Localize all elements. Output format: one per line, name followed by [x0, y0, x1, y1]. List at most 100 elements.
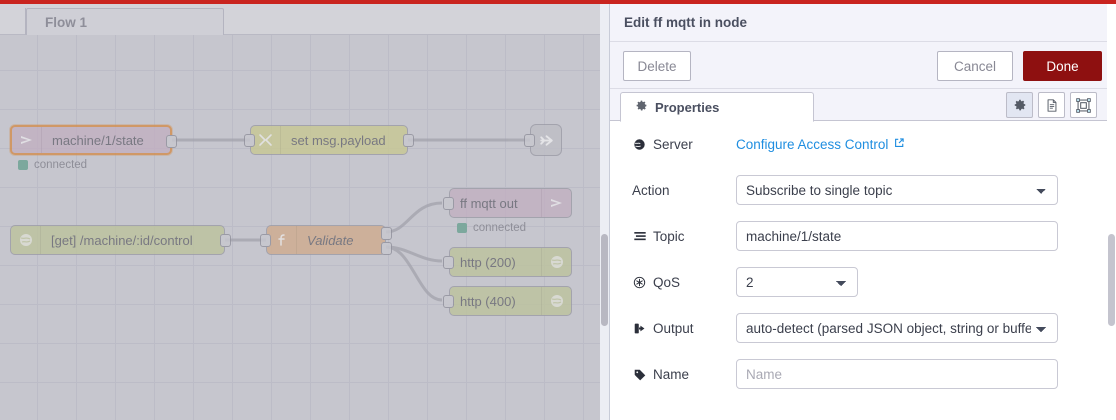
panel-action-bar: Delete Cancel Done	[610, 42, 1116, 89]
topic-input[interactable]	[736, 221, 1058, 251]
label-qos: QoS	[632, 275, 736, 290]
panel-header: Edit ff mqtt in node	[610, 4, 1116, 42]
debug-icon	[539, 134, 553, 146]
form-row-action: Action Subscribe to single topic	[632, 174, 1092, 206]
flow-node-mqtt-out[interactable]: ff mqtt out	[443, 188, 572, 218]
page-icon	[1047, 98, 1056, 112]
label-output-text: Output	[653, 320, 694, 336]
flow-node-mqtt-in[interactable]: machine/1/state	[10, 125, 177, 155]
node-input-port[interactable]	[443, 256, 454, 269]
label-server-text: Server	[653, 136, 693, 152]
label-topic-text: Topic	[653, 228, 685, 244]
edit-node-panel: Edit ff mqtt in node Delete Cancel Done …	[609, 4, 1116, 420]
wire-function-http200	[385, 245, 443, 263]
flow-node-label: ff mqtt out	[460, 195, 518, 211]
list-icon	[632, 230, 647, 243]
scrollbar-thumb[interactable]	[1108, 234, 1115, 326]
done-button[interactable]: Done	[1023, 51, 1102, 81]
panel-vertical-scrollbar[interactable]	[1107, 4, 1116, 420]
name-input[interactable]	[736, 359, 1058, 389]
tag-icon	[632, 368, 647, 381]
label-server: Server	[632, 137, 736, 152]
properties-icon-button[interactable]	[1006, 92, 1033, 118]
wire-function-http400	[385, 245, 443, 302]
top-accent-bar	[0, 0, 1116, 4]
globe-icon	[11, 226, 41, 254]
output-select[interactable]: auto-detect (parsed JSON object, string …	[736, 313, 1058, 343]
flow-node-label: set msg.payload	[291, 132, 386, 148]
form-row-name: Name	[632, 358, 1092, 390]
action-select[interactable]: Subscribe to single topic	[736, 175, 1058, 205]
tab-bar-stub	[0, 8, 26, 36]
node-output-port[interactable]	[166, 135, 177, 148]
node-output-port-2[interactable]	[381, 242, 392, 255]
node-output-port[interactable]	[403, 134, 414, 147]
flow-node-label: machine/1/state	[52, 132, 144, 148]
flow-node-label: http (400)	[460, 293, 516, 309]
form-row-qos: QoS 2	[632, 266, 1092, 298]
flow-canvas[interactable]: machine/1/state connected set msg.payloa…	[0, 35, 600, 420]
configure-access-control-link[interactable]: Configure Access Control	[736, 137, 905, 152]
node-input-port[interactable]	[443, 197, 454, 210]
panel-icon-button-group	[1006, 92, 1097, 118]
mqtt-icon	[12, 127, 42, 153]
function-icon	[267, 226, 297, 254]
label-qos-text: QoS	[653, 274, 681, 290]
node-input-port[interactable]	[443, 295, 454, 308]
status-dot	[457, 223, 467, 233]
globe-icon	[541, 248, 571, 276]
globe-icon	[541, 287, 571, 315]
panel-tab-row: Properties	[610, 89, 1116, 122]
qos-select[interactable]: 2	[736, 267, 858, 297]
node-input-port[interactable]	[244, 134, 255, 147]
label-topic: Topic	[632, 229, 736, 244]
sign-out-icon	[632, 322, 647, 335]
flow-editor: Flow 1 machine/1/state	[0, 4, 600, 420]
flow-node-status-mqtt-in: connected	[18, 159, 87, 171]
flow-node-change[interactable]: set msg.payload	[244, 125, 414, 155]
flow-node-http-400[interactable]: http (400)	[443, 286, 572, 316]
flow-node-http-in[interactable]: [get] /machine/:id/control	[10, 225, 231, 255]
flow-node-http-200[interactable]: http (200)	[443, 247, 572, 277]
change-icon	[251, 126, 281, 154]
node-output-port[interactable]	[220, 234, 231, 247]
flow-node-function[interactable]: Validate	[260, 225, 392, 255]
external-link-icon	[893, 137, 905, 152]
wire-function-mqttout	[385, 201, 443, 234]
label-action: Action	[632, 183, 736, 198]
asterisk-icon	[632, 276, 647, 289]
status-text: connected	[34, 159, 88, 171]
form-row-server: Server Configure Access Control	[632, 128, 1092, 160]
flow-tab-flow1[interactable]: Flow 1	[26, 8, 224, 36]
label-action-text: Action	[632, 182, 670, 198]
globe-icon	[632, 138, 647, 151]
label-name-text: Name	[653, 366, 690, 382]
editor-vertical-scrollbar[interactable]	[600, 4, 609, 420]
tab-properties-label: Properties	[655, 99, 720, 115]
appearance-icon-button[interactable]	[1070, 92, 1097, 118]
label-output: Output	[632, 321, 736, 336]
cancel-button[interactable]: Cancel	[937, 51, 1013, 81]
description-icon-button[interactable]	[1038, 92, 1065, 118]
node-input-port[interactable]	[524, 134, 535, 147]
status-dot	[18, 160, 28, 170]
scrollbar-thumb[interactable]	[601, 234, 608, 326]
node-properties-form: Server Configure Access Control Action	[610, 122, 1116, 420]
flow-node-label: Validate	[307, 232, 354, 248]
group-icon	[1076, 97, 1091, 113]
form-row-topic: Topic	[632, 220, 1092, 252]
gear-icon	[635, 99, 648, 115]
node-output-port-1[interactable]	[381, 227, 392, 240]
flow-node-label: [get] /machine/:id/control	[51, 232, 193, 248]
flow-node-label: http (200)	[460, 254, 516, 270]
status-text: connected	[473, 222, 527, 234]
gear-icon	[1014, 99, 1025, 111]
node-input-port[interactable]	[260, 234, 271, 247]
flow-node-debug[interactable]	[524, 124, 562, 156]
delete-button[interactable]: Delete	[623, 51, 691, 81]
panel-title: Edit ff mqtt in node	[624, 15, 747, 30]
tab-properties[interactable]: Properties	[620, 92, 814, 122]
configure-access-control-text: Configure Access Control	[736, 136, 889, 152]
flow-tab-label: Flow 1	[45, 15, 88, 30]
